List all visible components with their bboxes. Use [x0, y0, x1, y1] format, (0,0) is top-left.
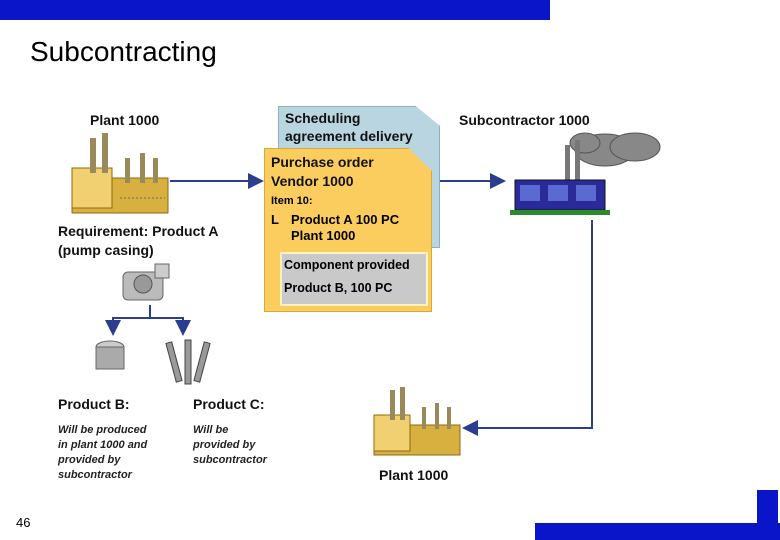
component-value: Product B, 100 PC — [284, 281, 393, 295]
pump-casing-icon — [122, 263, 170, 301]
product-b-icon — [95, 340, 125, 370]
subcontractor-label: Subcontractor 1000 — [459, 112, 590, 128]
desc-line: Will be produced — [58, 424, 147, 436]
bottom-brand-block — [757, 490, 778, 540]
plant-bottom-label: Plant 1000 — [379, 467, 449, 483]
component-title: Component provided — [284, 258, 410, 272]
component-provided-box: Component provided Product B, 100 PC — [280, 252, 428, 306]
desc-line: in plant 1000 and — [58, 439, 148, 451]
po-item-category: L — [271, 212, 279, 227]
arrow-subcontractor-to-plant — [462, 220, 593, 436]
product-c-screws-icon — [165, 339, 211, 385]
desc-line: subcontractor — [58, 469, 132, 481]
bom-tree-lines — [105, 305, 151, 336]
po-item: Item 10: — [271, 195, 313, 207]
desc-line: provided by — [58, 454, 121, 466]
doc-line: agreement delivery — [285, 128, 413, 144]
desc-line: provided by — [193, 439, 256, 451]
requirement-line1: Requirement: Product A — [58, 223, 219, 239]
purchase-order-heading: Purchase order Vendor 1000 — [271, 153, 374, 191]
smoke-icon — [569, 132, 661, 167]
top-brand-bar — [0, 0, 550, 20]
po-line1: Purchase order — [271, 154, 374, 170]
page-number: 46 — [16, 515, 31, 530]
factory-icon — [71, 133, 169, 214]
po-item-line: Product A 100 PC — [291, 212, 400, 227]
po-item-details: Product A 100 PC Plant 1000 — [291, 212, 399, 244]
product-c-title: Product C: — [193, 396, 265, 412]
requirement-label: Requirement: Product A (pump casing) — [58, 222, 219, 260]
scheduling-agreement-text: Scheduling agreement delivery — [285, 109, 413, 145]
doc-line: Scheduling — [285, 110, 361, 126]
po-line2: Vendor 1000 — [271, 173, 354, 189]
product-b-title: Product B: — [58, 396, 130, 412]
product-b-description: Will be produced in plant 1000 and provi… — [58, 423, 147, 483]
factory-icon — [373, 387, 461, 456]
requirement-line2: (pump casing) — [58, 242, 154, 258]
plant-top-label: Plant 1000 — [90, 112, 160, 128]
po-item-line: Plant 1000 — [291, 228, 356, 243]
desc-line: Will be — [193, 424, 229, 436]
subcontractor-factory-icon — [510, 132, 661, 215]
bottom-brand-bar — [535, 523, 780, 540]
desc-line: subcontractor — [193, 454, 267, 466]
slide-title: Subcontracting — [30, 36, 217, 67]
product-c-description: Will be provided by subcontractor — [193, 423, 267, 468]
